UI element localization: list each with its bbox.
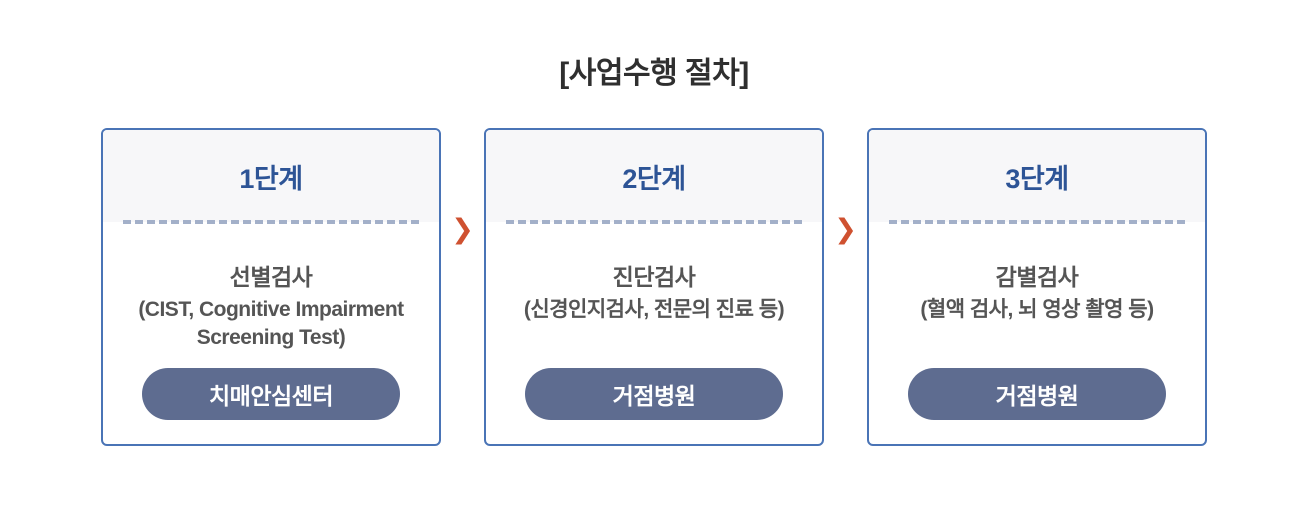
arrow-gap-2: ❯	[824, 128, 867, 243]
right-chevron-icon: ❯	[451, 214, 474, 244]
step-card-3-body: 감별검사 (혈액 검사, 뇌 영상 촬영 등) 거점병원	[869, 222, 1205, 420]
step-label: 2단계	[622, 163, 686, 194]
step-card-1-header: 1단계	[103, 130, 439, 224]
org-pill: 거점병원	[908, 368, 1166, 420]
test-detail: (CIST, Cognitive Impairment Screening Te…	[138, 298, 404, 350]
test-name: 진단검사	[612, 264, 696, 290]
arrow-gap-1: ❯	[441, 128, 484, 243]
org-pill: 치매안심센터	[142, 368, 400, 420]
test-name: 감별검사	[995, 264, 1079, 290]
step-card-2-body: 진단검사 (신경인지검사, 전문의 진료 등) 거점병원	[486, 222, 822, 420]
step-label: 3단계	[1005, 163, 1069, 194]
step-card-3: 3단계 감별검사 (혈액 검사, 뇌 영상 촬영 등) 거점병원	[867, 128, 1207, 446]
test-detail: (혈액 검사, 뇌 영상 촬영 등)	[920, 298, 1154, 321]
step-label: 1단계	[239, 163, 303, 194]
step-card-2-header: 2단계	[486, 130, 822, 224]
steps-row: 1단계 선별검사 (CIST, Cognitive Impairment Scr…	[0, 128, 1308, 446]
org-pill: 거점병원	[525, 368, 783, 420]
step-card-1: 1단계 선별검사 (CIST, Cognitive Impairment Scr…	[101, 128, 441, 446]
step-card-1-body: 선별검사 (CIST, Cognitive Impairment Screeni…	[103, 222, 439, 420]
right-chevron-icon: ❯	[834, 214, 857, 244]
test-name: 선별검사	[229, 264, 313, 290]
step-card-2: 2단계 진단검사 (신경인지검사, 전문의 진료 등) 거점병원	[484, 128, 824, 446]
diagram-title: [사업수행 절차]	[559, 57, 749, 90]
step-card-3-header: 3단계	[869, 130, 1205, 224]
test-detail: (신경인지검사, 전문의 진료 등)	[523, 298, 785, 321]
